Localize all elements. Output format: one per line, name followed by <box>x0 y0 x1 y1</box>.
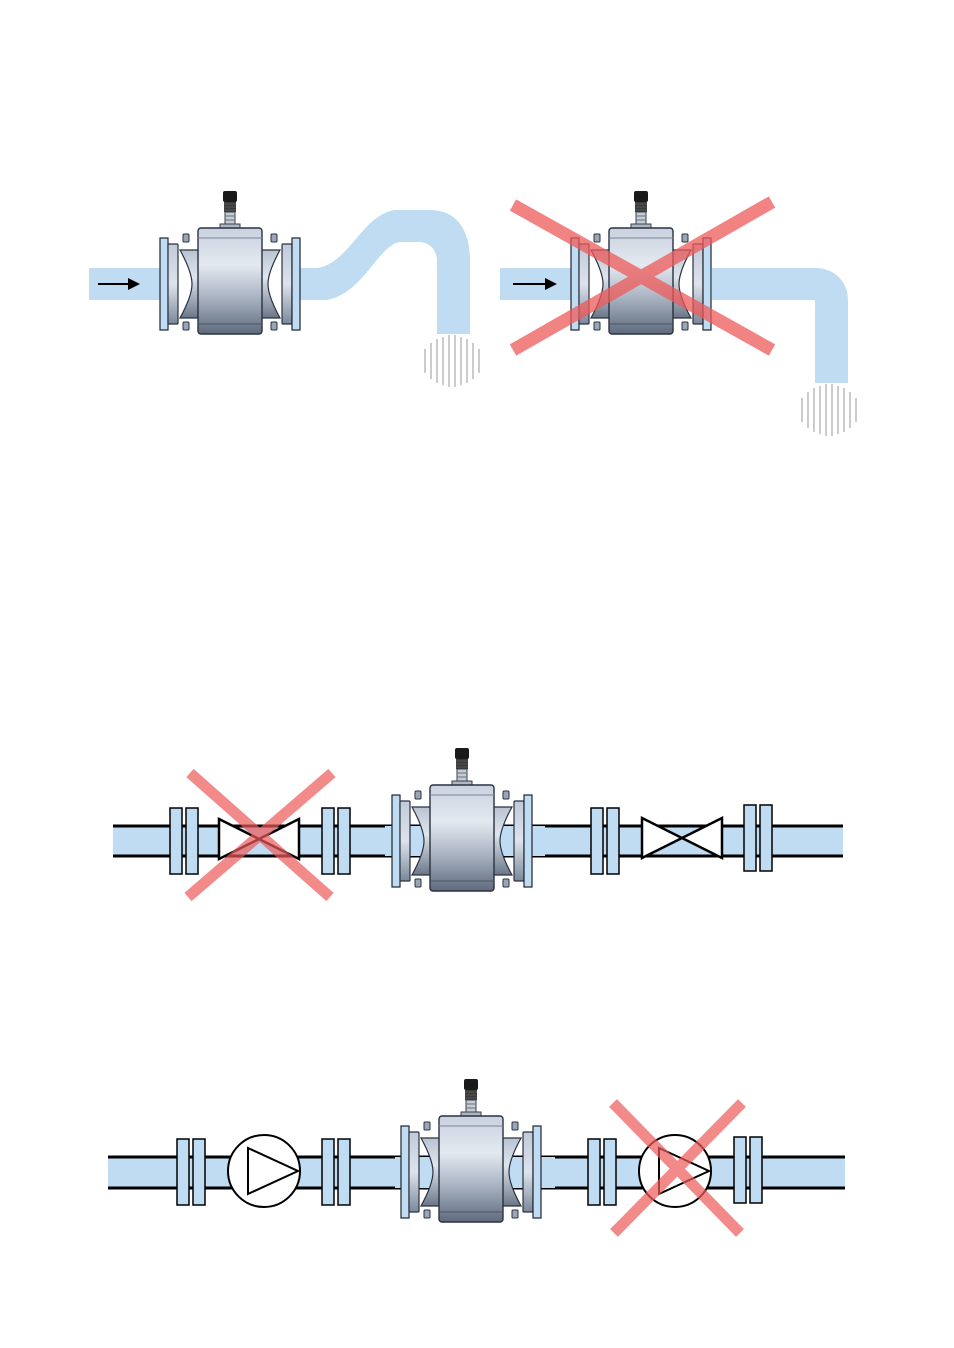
arrow-right-icon <box>513 278 557 290</box>
flow-meter <box>570 190 712 335</box>
pump-icon <box>227 1134 301 1208</box>
red-x-icon <box>509 196 776 356</box>
water-outflow <box>801 383 857 437</box>
flow-meter <box>159 190 301 335</box>
panel-valve-row <box>113 747 843 902</box>
red-x-icon <box>609 1099 746 1237</box>
outlet-pipe-rising <box>300 210 470 334</box>
flow-meter <box>395 1078 555 1223</box>
water-outflow <box>424 334 480 388</box>
red-x-icon <box>184 768 336 902</box>
outlet-pipe-descending <box>712 268 848 383</box>
flow-meter <box>385 747 545 892</box>
panel-pump-row <box>108 1078 845 1237</box>
panel-drain-correct <box>89 190 480 388</box>
arrow-right-icon <box>98 278 140 290</box>
panel-drain-incorrect <box>500 190 857 437</box>
